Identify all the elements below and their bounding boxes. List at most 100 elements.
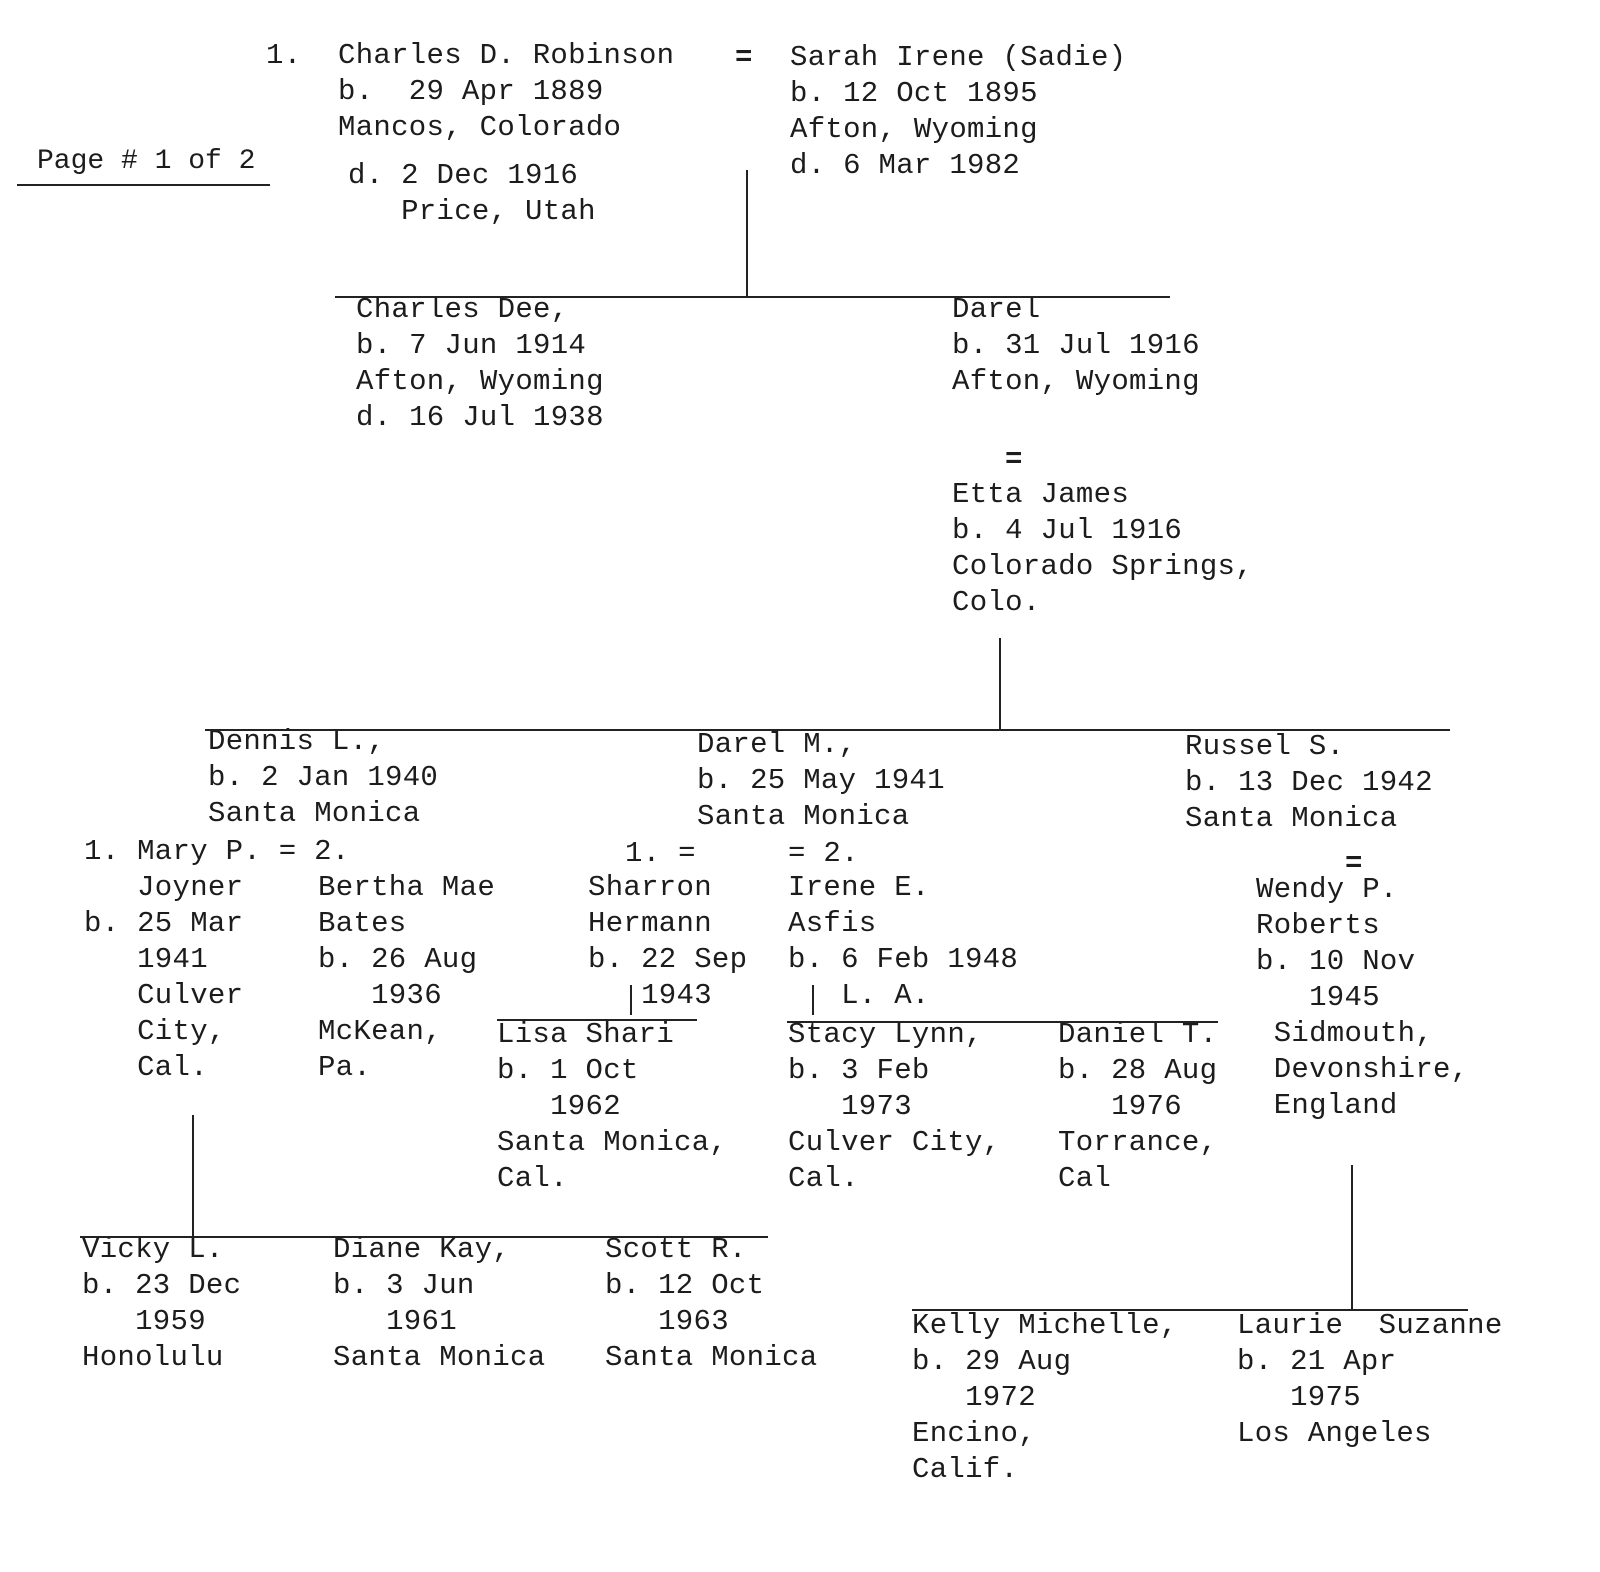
person-line: 1936 — [318, 979, 442, 1012]
person-line: Cal — [1058, 1162, 1112, 1195]
person-line: b. 26 Aug — [318, 943, 478, 976]
person-line: Santa Monica — [208, 797, 421, 830]
person-line: b. 21 Apr — [1237, 1345, 1397, 1378]
person-line: 1975 — [1237, 1381, 1361, 1414]
person-line: 1959 — [82, 1305, 206, 1338]
person-line: Lisa Shari — [497, 1018, 675, 1051]
person-line: Encino, — [912, 1417, 1036, 1450]
marriage-sign: = 2. — [788, 836, 859, 872]
person-line: Charles Dee, — [356, 293, 569, 326]
sibling-line — [787, 1021, 1218, 1023]
person-line: = — [1005, 443, 1023, 476]
person-line: Laurie Suzanne — [1237, 1309, 1503, 1342]
person-line: Kelly Michelle, — [912, 1309, 1178, 1342]
person-line: d. 6 Mar 1982 — [790, 149, 1021, 182]
person-line: Cal. — [84, 1051, 208, 1084]
page-label-underline — [17, 184, 270, 186]
person-line: b. 28 Aug — [1058, 1054, 1218, 1087]
person-line: b. 13 Dec 1942 — [1185, 766, 1433, 799]
person-line: b. 12 Oct 1895 — [790, 77, 1038, 110]
person-line: Devonshire, — [1256, 1053, 1469, 1086]
person-line: Stacy Lynn, — [788, 1018, 983, 1051]
sibling-line — [912, 1309, 1468, 1311]
person-line: Asfis — [788, 907, 877, 940]
person-line: 1. = — [625, 837, 696, 870]
person-line: b. 31 Jul 1916 — [952, 329, 1200, 362]
person-line: b. 29 Apr 1889 — [338, 75, 604, 108]
person-line: b. 23 Dec — [82, 1269, 242, 1302]
person-line: Daniel T. — [1058, 1018, 1218, 1051]
sibling-line — [335, 296, 1170, 298]
person-line: Bertha Mae — [318, 871, 496, 904]
person-line: Torrance, — [1058, 1126, 1218, 1159]
marriage-sign: = — [1345, 846, 1363, 882]
person-line: Afton, Wyoming — [790, 113, 1038, 146]
person-line: b. 1 Oct — [497, 1054, 639, 1087]
person-line: Culver — [84, 979, 244, 1012]
descent-line — [1351, 1165, 1353, 1310]
person-line: Santa Monica — [1185, 802, 1398, 835]
person-line: 1. — [266, 39, 302, 72]
person-line: 1945 — [1256, 981, 1380, 1014]
person-line: Vicky L. — [82, 1233, 224, 1266]
person-line: Pa. — [318, 1051, 372, 1084]
person-line: b. 3 Jun — [333, 1269, 475, 1302]
person-line: England — [1256, 1089, 1398, 1122]
person-line: Wendy P. — [1256, 873, 1398, 906]
marriage-sign: = — [735, 40, 753, 76]
person-line: L. A. — [788, 979, 930, 1012]
person-line: = — [735, 41, 753, 74]
descent-line — [746, 170, 748, 297]
person-line: Scott R. — [605, 1233, 747, 1266]
person-line: Bates — [318, 907, 407, 940]
person-line: Culver City, — [788, 1126, 1001, 1159]
person-line: = — [1345, 847, 1363, 880]
person-line: Sharron — [588, 871, 712, 904]
person-line: b. 25 May 1941 — [697, 764, 945, 797]
person-line: 1941 — [84, 943, 208, 976]
person-line: b. 7 Jun 1914 — [356, 329, 587, 362]
person-line: Diane Kay, — [333, 1233, 511, 1266]
person-line: Etta James — [952, 478, 1130, 511]
person-line: Honolulu — [82, 1341, 224, 1374]
descent-line — [192, 1115, 194, 1237]
descent-line — [812, 985, 814, 1015]
person-line: Sarah Irene (Sadie) — [790, 41, 1127, 74]
person-line: d. 2 Dec 1916 — [348, 159, 579, 192]
person-charles-d-robinson-death: d. 2 Dec 1916 Price, Utah — [348, 158, 596, 230]
person-line: b. 22 Sep — [588, 943, 748, 976]
person-line: b. 3 Feb — [788, 1054, 930, 1087]
person-line: 1976 — [1058, 1090, 1182, 1123]
person-line: 1962 — [497, 1090, 621, 1123]
person-line: Calif. — [912, 1453, 1019, 1486]
person-line: 1972 — [912, 1381, 1036, 1414]
person-line: Darel — [952, 293, 1041, 326]
person-line: Roberts — [1256, 909, 1380, 942]
person-line: Cal. — [788, 1162, 859, 1195]
person-line: b. 2 Jan 1940 — [208, 761, 439, 794]
sibling-line — [205, 729, 1450, 731]
person-line: McKean, — [318, 1015, 442, 1048]
person-line: Santa Monica, — [497, 1126, 728, 1159]
person-line: b. 25 Mar — [84, 907, 244, 940]
descent-line — [630, 985, 632, 1015]
person-line: b. 4 Jul 1916 — [952, 514, 1183, 547]
person-line: b. 29 Aug — [912, 1345, 1072, 1378]
person-line: Russel S. — [1185, 730, 1345, 763]
descent-line — [999, 638, 1001, 730]
person-line: Joyner — [84, 871, 244, 904]
